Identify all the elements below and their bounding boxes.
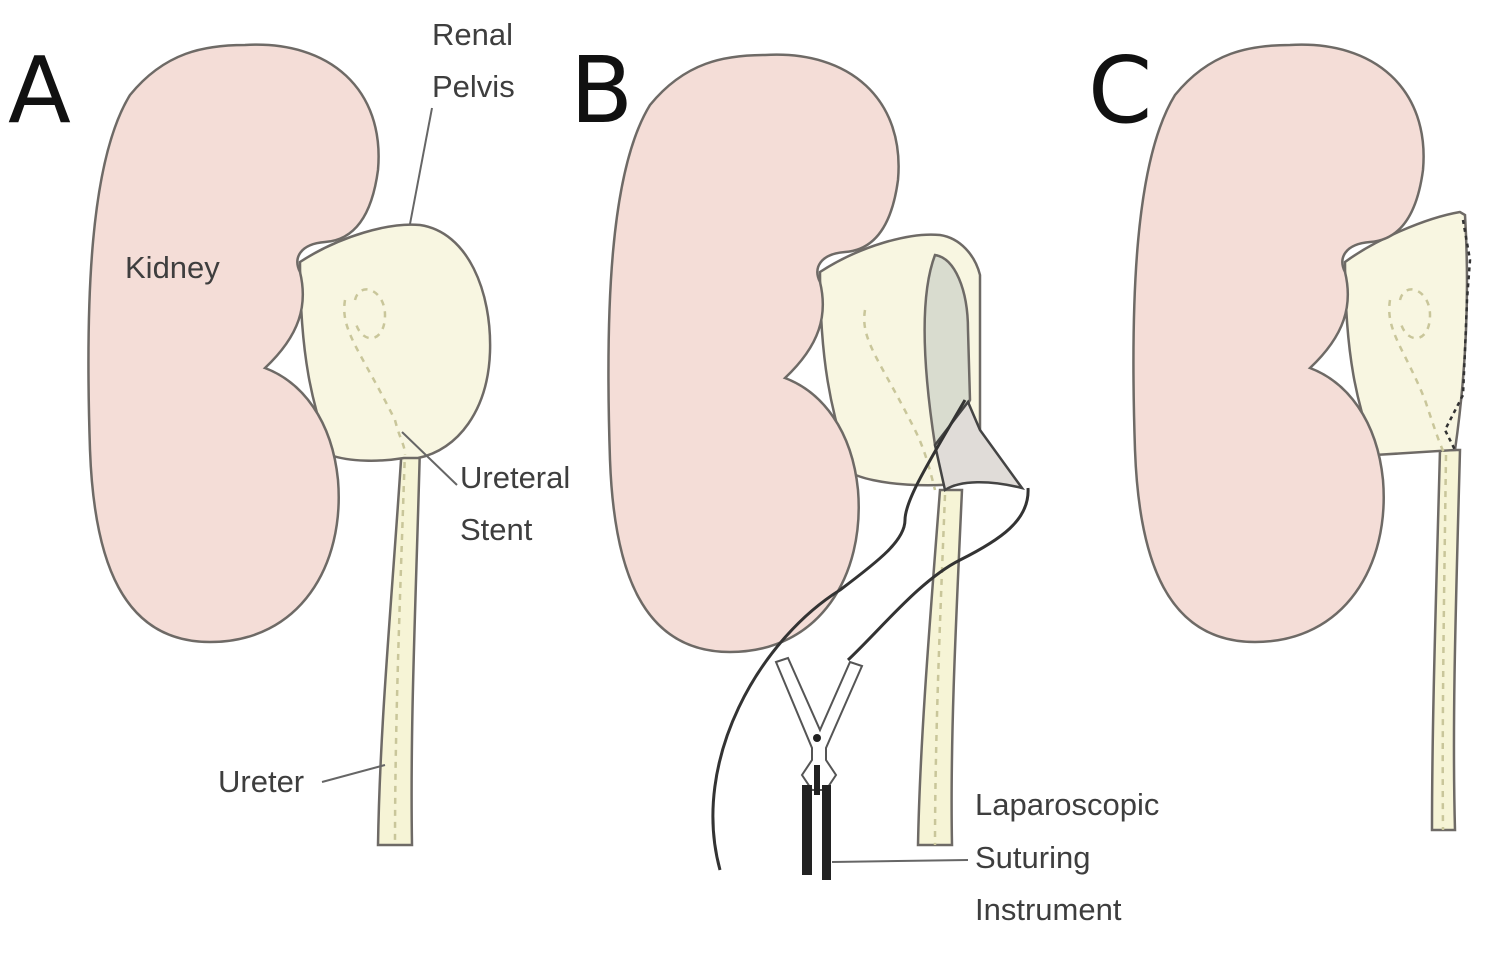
leader-ureter — [321, 764, 386, 783]
label-laparoscopic: Laparoscopic — [975, 787, 1159, 822]
panel-letter-c: C — [1088, 37, 1152, 144]
label-stent: Stent — [460, 512, 533, 547]
instrument-core — [814, 765, 820, 795]
panel-letter-a: A — [8, 37, 71, 144]
leader-renal-pelvis — [409, 107, 433, 225]
label-ureter: Ureter — [218, 764, 304, 799]
instrument-jaws — [774, 656, 864, 791]
suture-line — [1443, 219, 1472, 451]
panel-a: A Renal Pelvis Kidney Ureteral Stent Ure… — [8, 17, 570, 847]
panel-c: C — [1088, 37, 1472, 832]
reconstructed-pelvis — [1343, 210, 1469, 457]
stent-in-ureter — [393, 449, 407, 846]
leader-instrument — [831, 859, 969, 863]
label-suturing: Suturing — [975, 840, 1090, 875]
stent-in-ureter — [933, 494, 947, 846]
instrument-shaft-left — [802, 785, 812, 875]
label-pelvis: Pelvis — [432, 69, 515, 104]
stent-coil — [1387, 288, 1447, 456]
stent-coil — [863, 309, 937, 491]
panel-b: B Laparoscopic Suturing Instrument — [570, 37, 1159, 927]
stent-coil — [343, 288, 407, 456]
label-ureteral: Ureteral — [460, 460, 570, 495]
renal-pelvis-shape — [298, 223, 492, 462]
label-instrument: Instrument — [975, 892, 1122, 927]
label-renal: Renal — [432, 17, 513, 52]
instrument-shaft-right — [822, 785, 831, 880]
laparoscopic-instrument — [774, 656, 864, 880]
suture-thread-right — [846, 487, 1030, 662]
panel-letter-b: B — [570, 37, 633, 144]
instrument-pivot — [813, 734, 821, 742]
leader-ureteral-stent — [401, 431, 458, 486]
label-kidney: Kidney — [125, 250, 220, 285]
ureter-shape — [916, 488, 964, 847]
ureter-shape — [1430, 448, 1462, 832]
spatulated-ureter-flap — [933, 399, 1026, 493]
suture-thread-left — [711, 399, 967, 871]
